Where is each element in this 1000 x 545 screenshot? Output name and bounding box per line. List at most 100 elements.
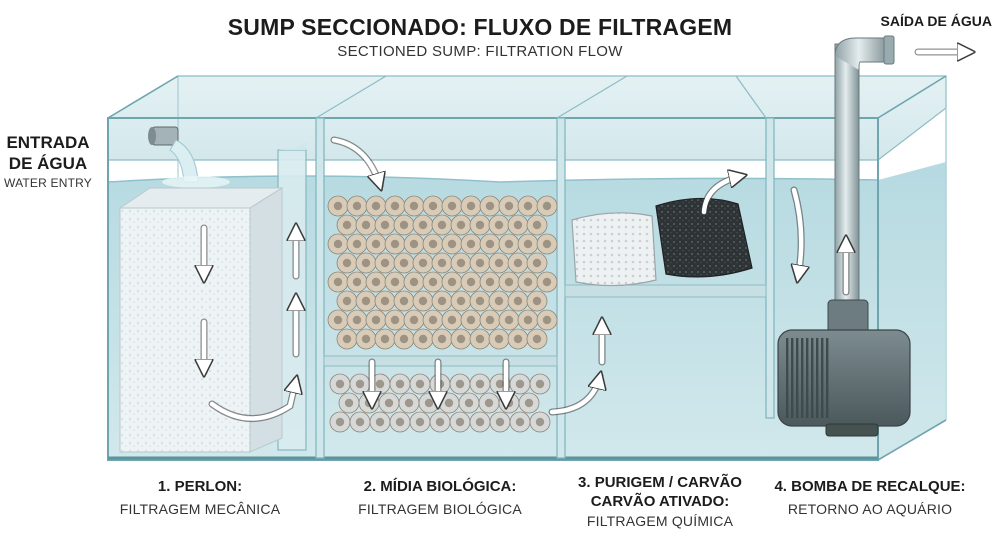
pump-rib: [811, 338, 814, 418]
ceramic-ring-hole: [504, 315, 514, 325]
ceramic-ring-hole: [523, 201, 533, 211]
ceramic-ring-hole: [352, 315, 362, 325]
ceramic-ring-hole: [437, 220, 447, 230]
pump-rib: [826, 338, 829, 418]
purigen-bag: [571, 212, 657, 287]
ceramic-ring-hole: [399, 296, 409, 306]
ceramic-ring-hole: [513, 258, 523, 268]
ceramic-ring-hole: [455, 379, 465, 389]
ceramic-ring-hole: [456, 220, 466, 230]
ceramic-ring-hole: [464, 398, 474, 408]
ceramic-ring-hole: [515, 379, 525, 389]
diagram-subtitle: SECTIONED SUMP: FILTRATION FLOW: [337, 43, 623, 60]
section-1-caption: FILTRAGEM MECÂNICA: [119, 501, 281, 517]
inlet-label-line2: DE ÁGUA: [8, 154, 88, 173]
ceramic-ring-hole: [399, 334, 409, 344]
ceramic-ring-hole: [435, 417, 445, 427]
ceramic-ring-hole: [375, 417, 385, 427]
ceramic-ring-hole: [352, 201, 362, 211]
pump-rib: [786, 338, 789, 418]
ceramic-ring-hole: [409, 315, 419, 325]
ceramic-ring-hole: [475, 417, 485, 427]
ceramic-ring-hole: [342, 258, 352, 268]
ceramic-ring-hole: [437, 334, 447, 344]
bio-media: [323, 195, 558, 433]
ceramic-ring-hole: [404, 398, 414, 408]
ceramic-ring-hole: [542, 315, 552, 325]
ceramic-ring-hole: [494, 220, 504, 230]
ceramic-ring-hole: [361, 220, 371, 230]
ceramic-ring-hole: [485, 201, 495, 211]
ceramic-ring-hole: [371, 315, 381, 325]
ceramic-ring-hole: [390, 315, 400, 325]
ceramic-ring-hole: [380, 258, 390, 268]
ceramic-ring-hole: [535, 417, 545, 427]
ceramic-ring-hole: [513, 220, 523, 230]
ceramic-ring-hole: [542, 239, 552, 249]
ceramic-ring-hole: [495, 417, 505, 427]
ceramic-ring-hole: [395, 379, 405, 389]
carbon-bag: [655, 197, 753, 278]
section-1-heading: 1. PERLON:: [157, 478, 243, 495]
ceramic-ring-hole: [352, 239, 362, 249]
ceramic-ring-hole: [494, 258, 504, 268]
ceramic-ring-hole: [342, 220, 352, 230]
section-2-heading: 2. MÍDIA BIOLÓGICA:: [363, 478, 517, 495]
ceramic-ring-hole: [335, 379, 345, 389]
section-3-heading: 3. PURIGEM / CARVÃO: [578, 474, 742, 491]
inlet-label: ENTRADA DE ÁGUA: [4, 132, 92, 174]
ceramic-ring-hole: [447, 315, 457, 325]
ceramic-ring-hole: [371, 201, 381, 211]
ceramic-ring-hole: [352, 277, 362, 287]
ceramic-ring-hole: [475, 379, 485, 389]
ceramic-ring-hole: [456, 258, 466, 268]
ceramic-ring-hole: [409, 201, 419, 211]
diagram-title: SUMP SECCIONADO: FLUXO DE FILTRAGEM: [227, 14, 733, 40]
ceramic-ring-hole: [504, 239, 514, 249]
pump-rib: [801, 338, 804, 418]
ceramic-ring-hole: [523, 239, 533, 249]
baffles: [277, 75, 775, 459]
ceramic-ring-hole: [532, 334, 542, 344]
ceramic-ring-hole: [409, 239, 419, 249]
ceramic-ring-hole: [399, 220, 409, 230]
inlet-pipe: [148, 126, 230, 188]
ceramic-ring-hole: [418, 334, 428, 344]
ceramic-ring-hole: [475, 220, 485, 230]
ceramic-ring-hole: [444, 398, 454, 408]
ceramic-ring-hole: [342, 296, 352, 306]
ceramic-ring-hole: [542, 201, 552, 211]
ceramic-ring-hole: [494, 296, 504, 306]
ceramic-ring-hole: [513, 296, 523, 306]
ceramic-ring-hole: [418, 220, 428, 230]
section-4-caption: RETORNO AO AQUÁRIO: [787, 501, 953, 517]
section-4-heading: 4. BOMBA DE RECALQUE:: [774, 478, 966, 495]
ceramic-ring-hole: [523, 277, 533, 287]
inlet-label-english: WATER ENTRY: [4, 176, 92, 190]
pump-rib: [806, 338, 809, 418]
ceramic-ring-hole: [390, 277, 400, 287]
ceramic-ring-hole: [485, 315, 495, 325]
outlet-label: SAÍDA DE ÁGUA: [880, 13, 993, 29]
ceramic-ring-hole: [447, 201, 457, 211]
ceramic-ring-hole: [428, 239, 438, 249]
section-3-caption: FILTRAGEM QUÍMICA: [586, 513, 734, 529]
ceramic-ring-hole: [344, 398, 354, 408]
ceramic-ring-hole: [456, 334, 466, 344]
section-1-label: 1. PERLON: FILTRAGEM MECÂNICA: [110, 478, 290, 517]
ceramic-ring-hole: [395, 417, 405, 427]
ceramic-ring-hole: [475, 334, 485, 344]
ceramic-ring-hole: [355, 417, 365, 427]
ceramic-ring-hole: [333, 239, 343, 249]
ceramic-ring-hole: [504, 277, 514, 287]
ceramic-ring-hole: [485, 239, 495, 249]
pump-rib: [791, 338, 794, 418]
flow-arrows: [204, 52, 970, 422]
ceramic-ring-hole: [428, 201, 438, 211]
ceramic-ring-hole: [455, 417, 465, 427]
ceramic-ring-hole: [333, 277, 343, 287]
ceramic-ring-hole: [361, 334, 371, 344]
ceramic-ring-hole: [513, 334, 523, 344]
pump-rib: [816, 338, 819, 418]
